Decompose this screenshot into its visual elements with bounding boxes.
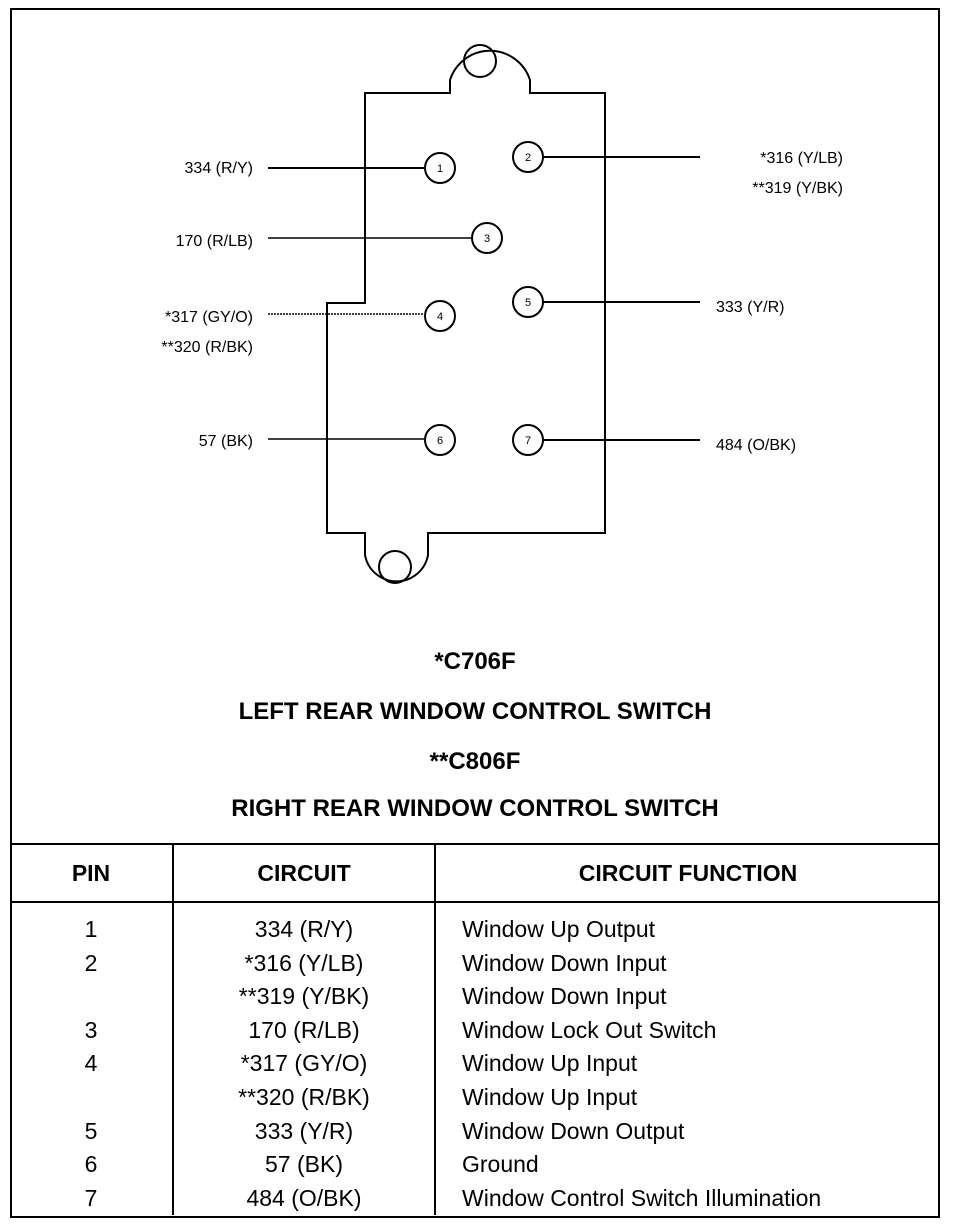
label-pin3: 170 (R/LB) (176, 233, 253, 250)
table-cell-circuit: *317 (GY/O) (240, 1050, 368, 1077)
upper-mount-hole (463, 44, 497, 78)
label-pin5: 333 (Y/R) (716, 299, 784, 316)
connector-diagram: 1 2 3 4 5 6 7 334 (R/Y) *316 (Y/LB) **31… (161, 44, 843, 584)
table-body-row: 1 2 3 4 5 6 7 334 (R/Y) *316 (Y/LB) **31… (10, 902, 940, 1216)
label-pin2-b: **319 (Y/BK) (752, 180, 843, 197)
svg-text:6: 6 (437, 435, 443, 447)
table-cell-pin: 6 (84, 1151, 98, 1178)
label-pin6: 57 (BK) (199, 433, 253, 450)
left-switch-title: LEFT REAR WINDOW CONTROL SWITCH (238, 698, 712, 725)
table-cell-circuit: **319 (Y/BK) (238, 983, 370, 1010)
table-cell-circuit: 333 (Y/R) (254, 1117, 354, 1144)
header-pin: PIN (10, 843, 173, 903)
label-pin4-b: **320 (R/BK) (161, 339, 253, 356)
table-cell-pin: 1 (84, 916, 98, 942)
header-circuit: CIRCUIT (172, 843, 435, 903)
table-cell-function: Window Control Switch Illumination (462, 1184, 822, 1211)
svg-text:3: 3 (484, 233, 490, 245)
svg-text:4: 4 (437, 311, 443, 323)
right-switch-title: RIGHT REAR WINDOW CONTROL SWITCH (231, 795, 719, 822)
table-cell-pin (10, 1081, 172, 1115)
label-pin2-a: *316 (Y/LB) (760, 150, 843, 167)
svg-text:5: 5 (525, 297, 531, 309)
table-cell-pin: 2 (84, 949, 98, 976)
label-pin1: 334 (R/Y) (185, 160, 253, 177)
table-cell-circuit: 170 (R/LB) (248, 1016, 360, 1043)
table-cell-circuit: 57 (BK) (265, 1151, 343, 1178)
table-cell-pin (10, 980, 172, 1014)
pin-table: PIN CIRCUIT CIRCUIT FUNCTION 1 2 3 4 5 6… (10, 843, 940, 1216)
pin-6: 6 (424, 424, 456, 456)
table-cell-circuit: 334 (R/Y) (254, 916, 354, 942)
table-header-row: PIN CIRCUIT CIRCUIT FUNCTION (10, 843, 940, 903)
left-connector-id: *C706F (434, 648, 516, 675)
table-cell-function: Ground (462, 1151, 539, 1178)
table-cell-pin: 3 (84, 1016, 98, 1043)
pin-4: 4 (424, 300, 456, 332)
circuit-column: 334 (R/Y) *316 (Y/LB) **319 (Y/BK) 170 (… (172, 902, 435, 1216)
pin-3: 3 (471, 222, 503, 254)
connector-body (326, 49, 606, 583)
right-connector-id: **C806F (429, 748, 521, 775)
lower-mount-hole (378, 550, 412, 584)
table-cell-function: Window Down Input (462, 949, 667, 976)
table-cell-function: Window Down Input (462, 983, 667, 1010)
svg-text:2: 2 (525, 152, 531, 164)
table-cell-function: Window Down Output (462, 1117, 685, 1144)
pin-2: 2 (512, 141, 544, 173)
table-cell-circuit: **320 (R/BK) (238, 1083, 370, 1110)
svg-text:7: 7 (525, 435, 531, 447)
table-cell-pin: 5 (84, 1117, 98, 1144)
table-cell-function: Window Lock Out Switch (462, 1016, 717, 1043)
pin-5: 5 (512, 286, 544, 318)
function-column: Window Up Output Window Down Input Windo… (434, 902, 940, 1216)
pin-7: 7 (512, 424, 544, 456)
svg-text:1: 1 (437, 163, 443, 175)
table-cell-function: Window Up Output (462, 916, 656, 942)
table-cell-pin: 7 (84, 1184, 98, 1211)
table-cell-pin: 4 (84, 1050, 98, 1077)
table-cell-function: Window Up Input (462, 1083, 638, 1110)
pin-1: 1 (424, 152, 456, 184)
pin-column: 1 2 3 4 5 6 7 (10, 902, 173, 1215)
header-circuit-function: CIRCUIT FUNCTION (434, 843, 940, 903)
label-pin7: 484 (O/BK) (716, 437, 796, 454)
table-cell-circuit: 484 (O/BK) (246, 1184, 362, 1211)
diagram-frame (10, 8, 940, 1218)
label-pin4-a: *317 (GY/O) (165, 309, 253, 326)
table-cell-circuit: *316 (Y/LB) (244, 949, 364, 976)
table-cell-function: Window Up Input (462, 1050, 638, 1077)
